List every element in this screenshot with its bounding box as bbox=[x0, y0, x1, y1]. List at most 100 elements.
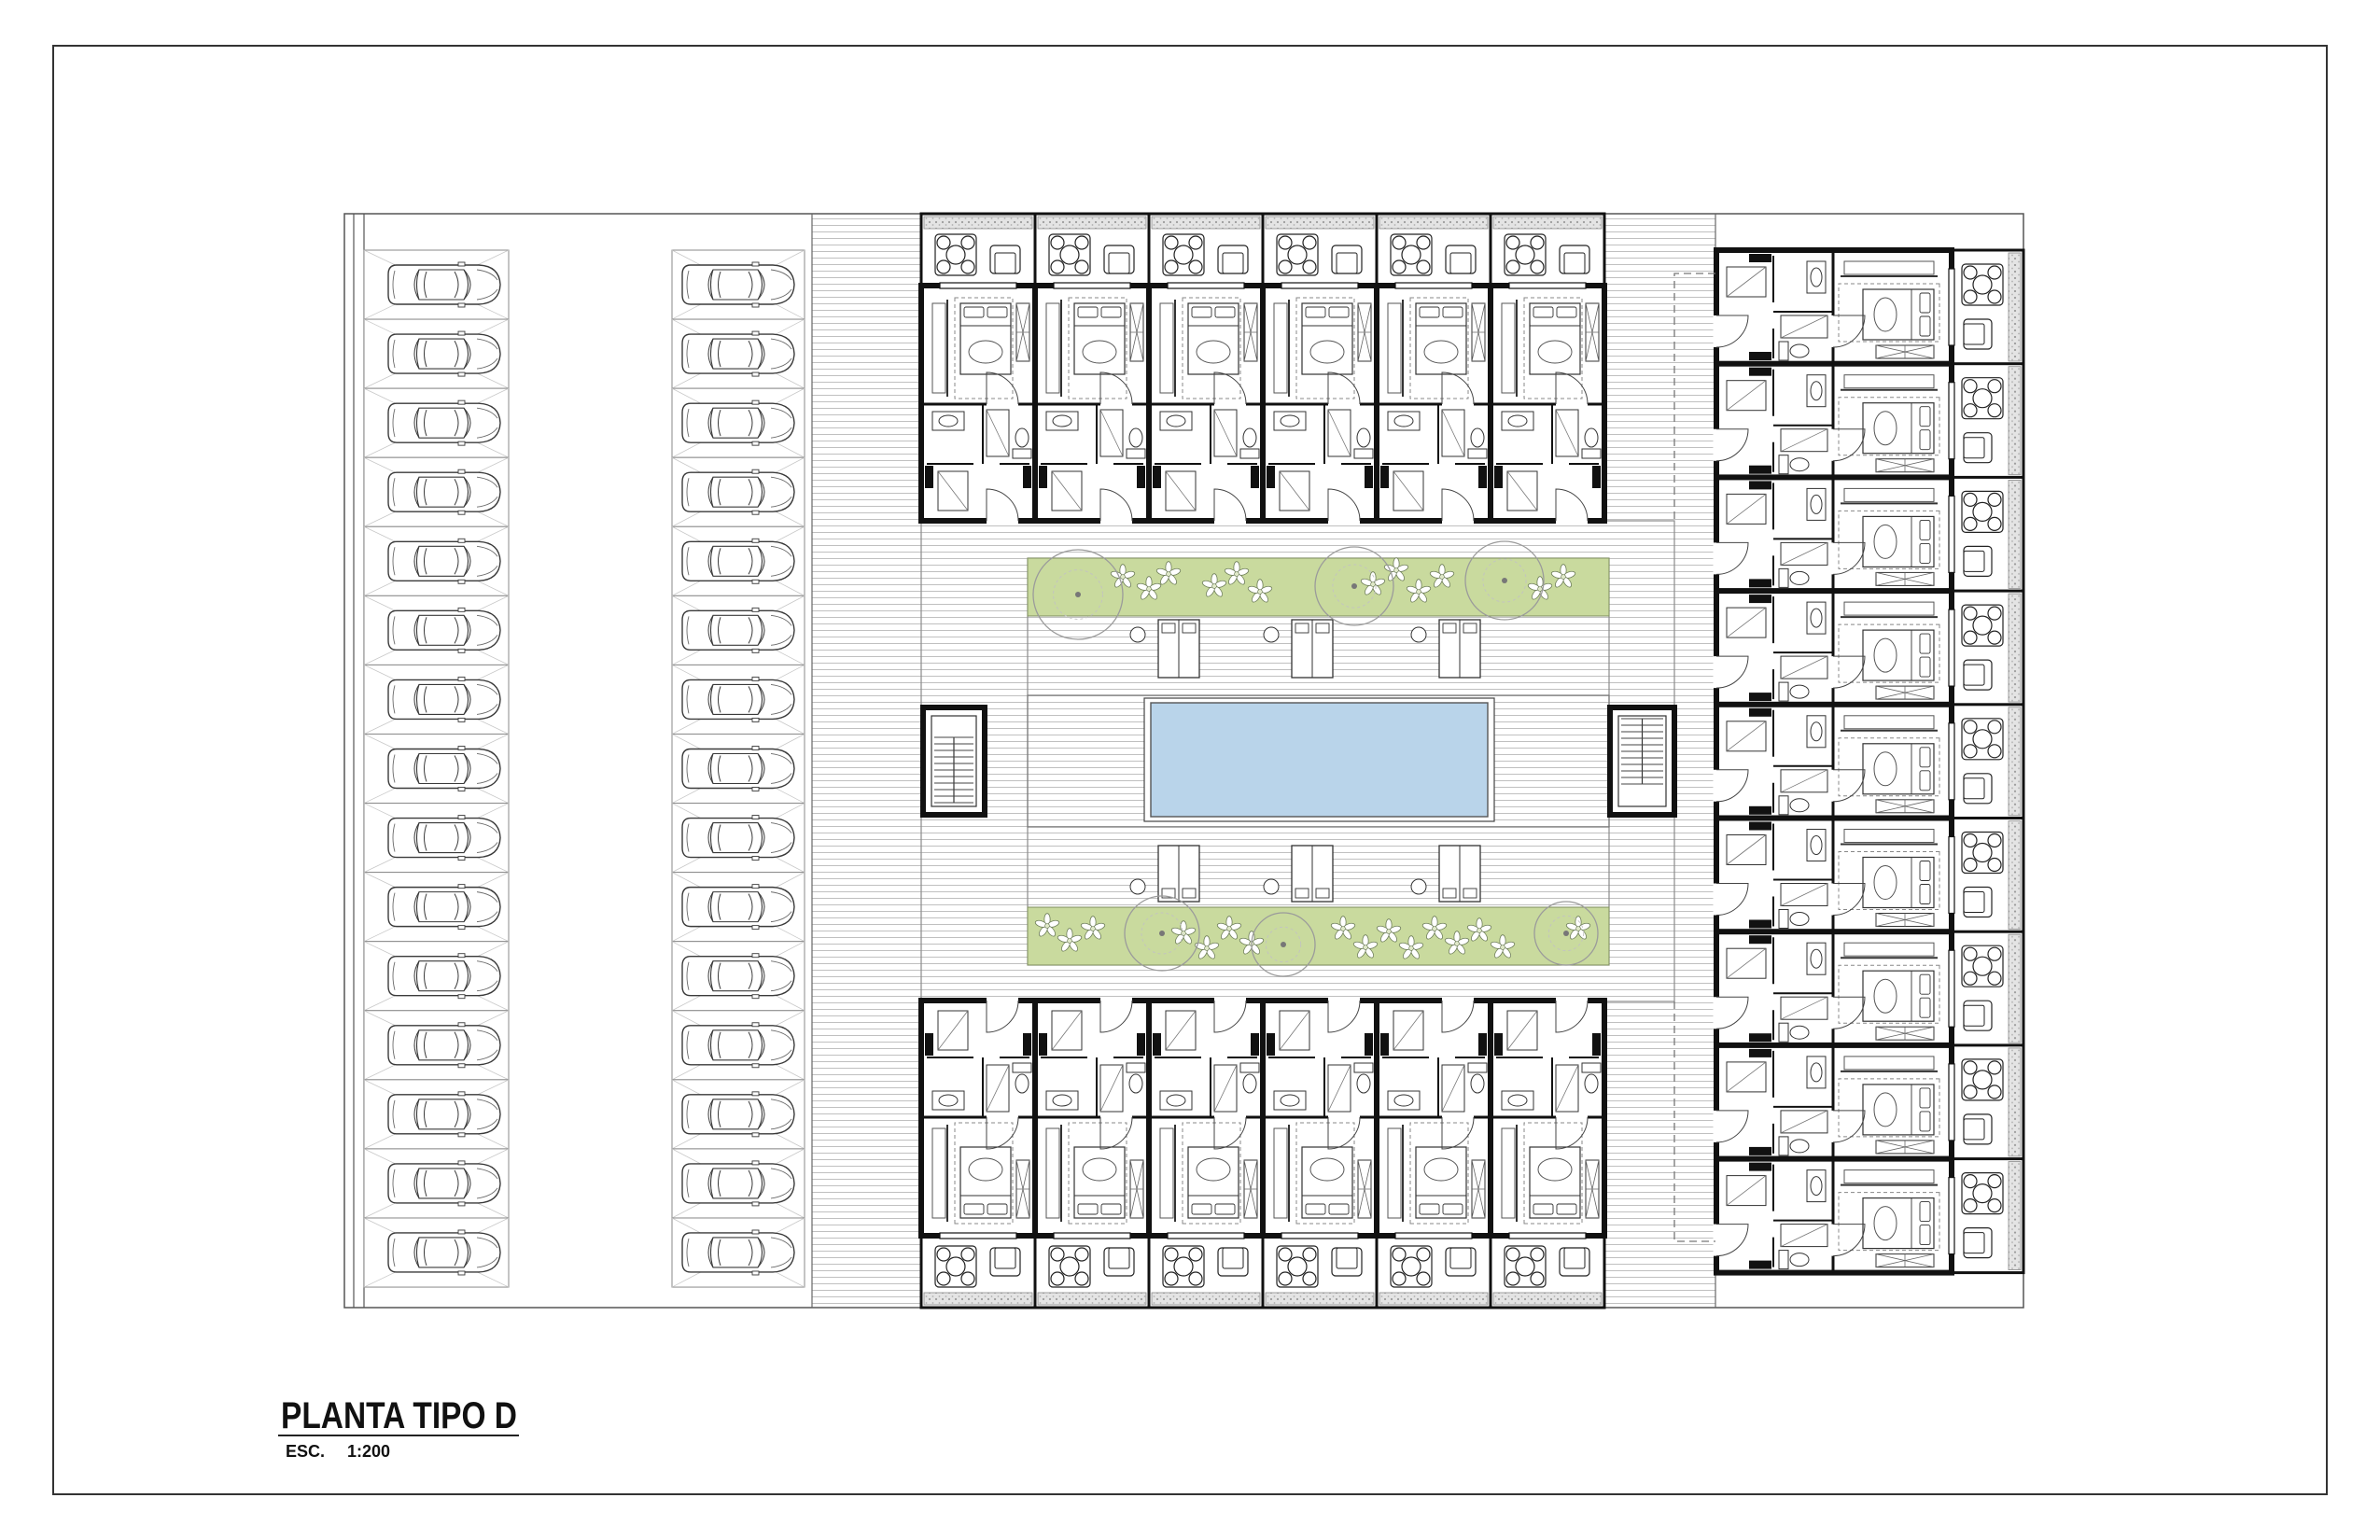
stairs-icon bbox=[920, 705, 987, 818]
desk-hatch bbox=[1471, 302, 1486, 362]
parking-stall bbox=[671, 387, 805, 458]
closet-diagonal bbox=[1726, 380, 1767, 412]
desk-hatch bbox=[1875, 344, 1935, 359]
closet-diagonal bbox=[1051, 1010, 1083, 1051]
chair bbox=[960, 259, 975, 274]
pillow bbox=[1919, 1111, 1931, 1132]
dining-table-icon bbox=[1961, 945, 2004, 987]
table-top bbox=[1972, 501, 1993, 522]
chair bbox=[1963, 1173, 1978, 1189]
column bbox=[1023, 466, 1031, 488]
balcony-planter bbox=[2008, 593, 2022, 703]
table-outline bbox=[1961, 1171, 2004, 1215]
table-outline bbox=[1961, 263, 2004, 306]
closet bbox=[1506, 1010, 1538, 1051]
armchair-seat bbox=[1963, 777, 1985, 800]
table-outline bbox=[1961, 831, 2004, 875]
shower-icon bbox=[986, 409, 1010, 457]
sink-icon bbox=[1806, 260, 1827, 294]
toilet-tank bbox=[1012, 448, 1032, 459]
toilet-bowl bbox=[1789, 1025, 1810, 1040]
tree-trunk bbox=[1563, 931, 1569, 936]
sink-icon bbox=[1273, 1090, 1307, 1111]
closet-diagonal bbox=[1051, 470, 1083, 511]
desk bbox=[1585, 1159, 1600, 1219]
parking-stall bbox=[671, 872, 805, 943]
armchair-seat bbox=[1449, 252, 1472, 274]
side-table bbox=[1263, 878, 1280, 895]
flower-center bbox=[1166, 571, 1171, 577]
flower-center bbox=[1386, 929, 1392, 934]
closet-diagonal bbox=[1393, 470, 1424, 511]
tree-icon bbox=[1124, 895, 1200, 972]
door-swing-icon bbox=[1327, 371, 1361, 405]
shower-icon bbox=[986, 1064, 1010, 1113]
car-icon bbox=[387, 883, 501, 931]
chair bbox=[1416, 235, 1431, 250]
bed-cover-pattern bbox=[1873, 297, 1897, 332]
lounger-headrest bbox=[1442, 623, 1457, 634]
toilet-tank bbox=[1239, 1062, 1260, 1073]
wardrobe bbox=[1843, 942, 1935, 957]
vanity bbox=[1806, 1169, 1827, 1203]
flower-center bbox=[1226, 926, 1232, 931]
parking-stall bbox=[363, 1079, 510, 1150]
chair bbox=[1302, 1247, 1317, 1262]
pillow bbox=[1214, 306, 1236, 318]
chair bbox=[1050, 235, 1065, 250]
parking-stall bbox=[363, 733, 510, 805]
table-top bbox=[1287, 1256, 1308, 1277]
basin bbox=[1810, 267, 1823, 287]
shower-drain-line bbox=[1780, 1110, 1828, 1134]
balcony bbox=[1950, 475, 2025, 593]
column bbox=[1749, 935, 1771, 945]
basin bbox=[1810, 1176, 1823, 1197]
car-icon bbox=[387, 330, 501, 377]
dining-table-icon bbox=[1961, 604, 2004, 647]
bed-cover-pattern bbox=[1196, 1157, 1231, 1182]
toilet-icon bbox=[1581, 1062, 1602, 1094]
apartment-unit bbox=[1146, 212, 1266, 525]
dining-table-icon bbox=[1048, 1245, 1091, 1288]
wardrobe bbox=[1501, 302, 1516, 394]
toilet-icon bbox=[1239, 1062, 1260, 1094]
rug-outline bbox=[1838, 510, 1940, 569]
unit-block-east bbox=[1713, 247, 2025, 1276]
vanity bbox=[1273, 1090, 1307, 1111]
parking-stall bbox=[363, 1148, 510, 1219]
tree-canopy-inner bbox=[1547, 915, 1585, 952]
sun-lounger-icon bbox=[1410, 845, 1481, 903]
bed-cover-pattern bbox=[1309, 340, 1345, 364]
pillow bbox=[1442, 1203, 1463, 1215]
column bbox=[1749, 707, 1771, 717]
parking-stall bbox=[671, 318, 805, 389]
apartment-unit bbox=[1713, 360, 2025, 481]
tree-icon bbox=[1314, 546, 1394, 626]
tree-icon bbox=[1251, 912, 1316, 977]
parking-stall bbox=[671, 249, 805, 320]
table-top bbox=[1173, 245, 1194, 265]
apartment-unit bbox=[1713, 588, 2025, 708]
toilet-bowl bbox=[1789, 798, 1810, 813]
toilet-icon bbox=[1353, 1062, 1374, 1094]
shower-tray bbox=[986, 409, 1010, 457]
car-icon bbox=[387, 814, 501, 861]
shower-icon bbox=[1099, 409, 1124, 457]
desk-hatch bbox=[1875, 1026, 1935, 1041]
dining-table-icon bbox=[1961, 377, 2004, 420]
toilet-bowl bbox=[1789, 570, 1810, 585]
flower-icon bbox=[1550, 564, 1576, 588]
desk bbox=[1129, 1159, 1144, 1219]
table-top bbox=[1401, 245, 1421, 265]
rug-outline bbox=[1523, 1122, 1583, 1225]
stair-well bbox=[931, 715, 977, 807]
bed-icon bbox=[1862, 743, 1935, 795]
closet bbox=[937, 1010, 969, 1051]
parking-stall bbox=[671, 941, 805, 1012]
balcony-planter bbox=[1492, 1292, 1603, 1306]
chair bbox=[1963, 492, 1978, 507]
chair bbox=[1963, 1060, 1978, 1075]
chair bbox=[1530, 1247, 1545, 1262]
desk-hatch bbox=[1875, 572, 1935, 586]
basin bbox=[1166, 1094, 1186, 1107]
